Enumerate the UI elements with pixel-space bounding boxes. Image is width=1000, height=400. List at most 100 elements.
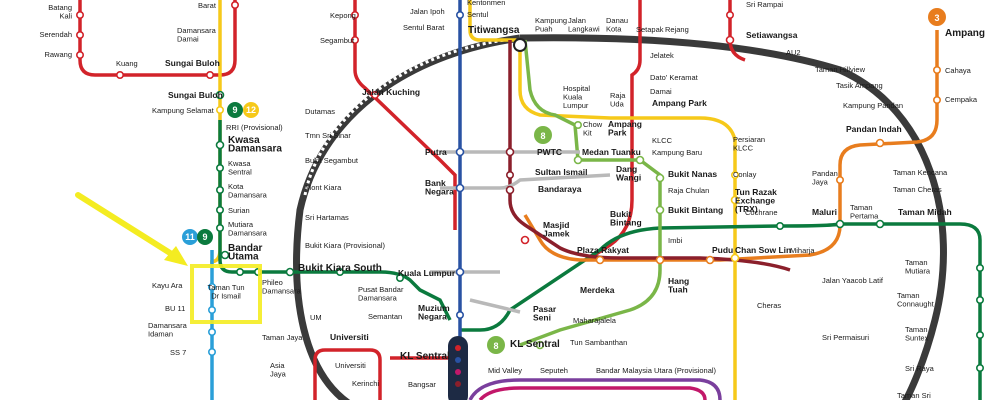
station-label-sentul[interactable]: Sentul	[467, 10, 489, 19]
station-label-kerinchi[interactable]: Kerinchi	[352, 379, 379, 388]
station-dot[interactable]	[975, 295, 984, 304]
station-label-bukit-segambut[interactable]: Bukit Segambut	[305, 156, 359, 165]
station-label-taman-midah[interactable]: Taman Midah	[898, 207, 952, 217]
station-dot[interactable]	[455, 310, 464, 319]
station-label-damai[interactable]: Damai	[650, 87, 672, 96]
station-label-kuang[interactable]: Kuang	[116, 59, 138, 68]
station-label-kampung-baru[interactable]: Kampung Baru	[652, 148, 702, 157]
station-label-jelatek[interactable]: Jelatek	[650, 51, 674, 60]
station-label-bukit-nanas[interactable]: Bukit Nanas	[668, 169, 717, 179]
station-dot[interactable]	[220, 250, 230, 260]
station-label-bu11[interactable]: BU 11	[165, 304, 185, 313]
station-label-pudu[interactable]: Pudu	[712, 245, 733, 255]
station-dot[interactable]	[231, 0, 240, 10]
station-dot[interactable]	[395, 273, 404, 282]
titiwangsa-interchange[interactable]	[513, 38, 527, 52]
station-label-kl-sentral[interactable]: KL Sentral	[510, 339, 560, 350]
station-label-cahaya[interactable]: Cahaya	[945, 66, 972, 75]
station-dot[interactable]	[455, 11, 464, 20]
station-label-rri[interactable]: RRI (Provisional)	[226, 123, 283, 132]
station-dot[interactable]	[573, 121, 582, 130]
station-dot[interactable]	[285, 267, 295, 277]
station-label-pandan-indah[interactable]: Pandan Indah	[846, 124, 902, 134]
station-label-jalan-yaacob[interactable]: Jalan Yaacob Latif	[822, 276, 884, 285]
station-label-kuala-lumpur[interactable]: Kuala Lumpur	[398, 268, 456, 278]
station-dot[interactable]	[208, 327, 217, 336]
station-dot[interactable]	[455, 267, 465, 277]
station-dot[interactable]	[730, 253, 740, 263]
station-dot[interactable]	[236, 267, 245, 276]
station-dot[interactable]	[975, 363, 984, 372]
station-dot[interactable]	[835, 219, 845, 229]
station-dot[interactable]	[350, 35, 359, 44]
station-label-rejang[interactable]: Rejang	[665, 25, 689, 34]
station-dot[interactable]	[335, 267, 344, 276]
station-dot[interactable]	[216, 224, 225, 233]
station-label-sri-permaisuri[interactable]: Sri Permaisuri	[822, 333, 869, 342]
station-label-kampung-selamat[interactable]: Kampung Selamat	[152, 106, 215, 115]
station-dot[interactable]	[725, 11, 734, 20]
station-dot[interactable]	[216, 206, 225, 215]
station-label-sri-hartamas[interactable]: Sri Hartamas	[305, 213, 349, 222]
station-dot[interactable]	[76, 50, 85, 59]
station-label-serendah[interactable]: Serendah	[39, 30, 72, 39]
station-dot[interactable]	[206, 71, 215, 80]
station-label-bangsar[interactable]: Bangsar	[408, 380, 436, 389]
station-dot[interactable]	[116, 71, 125, 80]
station-dot[interactable]	[932, 96, 941, 105]
station-label-sri-raya[interactable]: Sri Raya	[905, 364, 935, 373]
station-dot[interactable]	[875, 219, 885, 229]
station-label-miharja[interactable]: Miharja	[790, 246, 815, 255]
station-dot[interactable]	[975, 330, 984, 339]
kl-sentral-hub[interactable]	[448, 336, 468, 400]
station-label-kayu-ara[interactable]: Kayu Ara	[152, 281, 183, 290]
station-label-jalan-ipoh[interactable]: Jalan Ipoh	[410, 7, 445, 16]
station-dot[interactable]	[505, 147, 515, 157]
station-label-bukit-kiara-south[interactable]: Bukit Kiara South	[298, 263, 382, 274]
station-label-putra[interactable]: Putra	[425, 147, 447, 157]
station-label-taman-kencana[interactable]: Taman Kencana	[893, 168, 948, 177]
station-label-au2[interactable]: AU2	[786, 48, 801, 57]
station-dot[interactable]	[573, 155, 583, 165]
station-label-rawang[interactable]: Rawang	[44, 50, 72, 59]
station-dot[interactable]	[655, 205, 665, 215]
station-dot[interactable]	[370, 91, 379, 100]
station-dot[interactable]	[655, 255, 665, 265]
station-dot[interactable]	[705, 255, 715, 265]
station-label-sentul-barat[interactable]: Sentul Barat	[403, 23, 445, 32]
station-dot[interactable]	[725, 35, 735, 45]
station-label-universiti[interactable]: Universiti	[330, 332, 369, 342]
station-label-plaza-rakyat[interactable]: Plaza Rakyat	[577, 245, 629, 255]
station-label-tmn-sri-sinar[interactable]: Tmn Sri Sinar	[305, 131, 351, 140]
station-label-kentonmen[interactable]: Kentonmen	[467, 0, 505, 7]
station-dot[interactable]	[535, 340, 545, 350]
station-dot[interactable]	[76, 30, 85, 39]
station-label-titiwangsa[interactable]: Titiwangsa	[468, 25, 520, 36]
station-label-sultan-ismail[interactable]: Sultan Ismail	[535, 167, 587, 177]
station-label-sungai-buloh[interactable]: Sungai Buloh	[168, 90, 223, 100]
station-label-mont-kiara[interactable]: Mont Kiara	[305, 183, 342, 192]
station-dot[interactable]	[730, 171, 739, 180]
station-label-kepong[interactable]: Kepong	[330, 11, 356, 20]
